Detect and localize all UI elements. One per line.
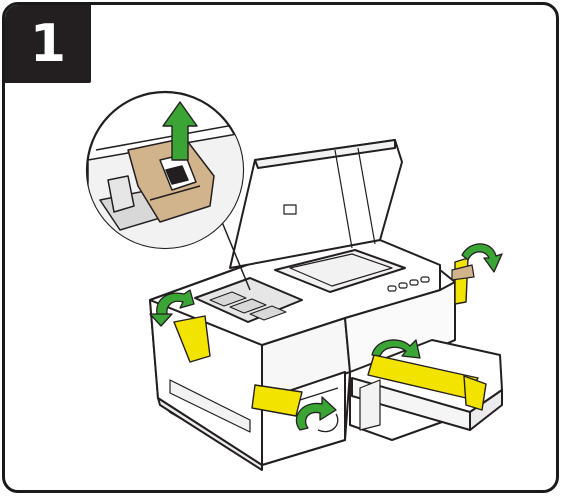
tape-right-side [455,258,468,304]
